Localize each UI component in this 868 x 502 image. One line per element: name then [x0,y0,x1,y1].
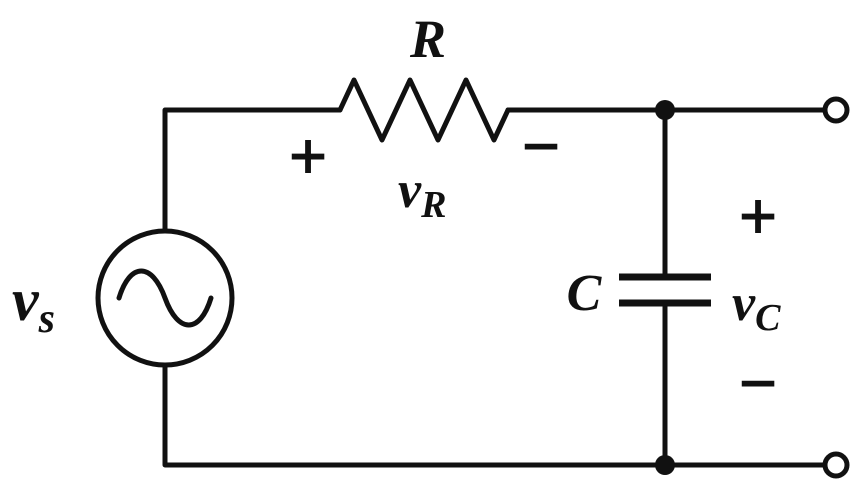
source-voltage-symbol: v [12,267,40,333]
capacitor-label: C [567,265,603,322]
node-dot-bottom [655,455,675,475]
resistor-voltage-subscript: R [420,184,446,226]
source-voltage-subscript: s [38,296,55,342]
output-terminal-bottom [822,451,850,479]
resistor-voltage-label: vR [398,162,446,226]
resistor-plus-sign: + [286,125,330,186]
source-voltage-label: vs [12,267,55,342]
wire-bottom-return [162,362,827,468]
capacitor-voltage-subscript: C [755,297,781,339]
capacitor-plus-sign: + [736,185,780,246]
resistor-zigzag [337,77,511,143]
resistor-voltage-symbol: v [398,162,422,219]
capacitor-voltage-symbol: v [732,275,756,332]
node-dot-top [655,100,675,120]
capacitor-voltage-label: vC [732,275,781,339]
wire-source-top-to-resistor [162,107,343,234]
output-terminal-top [822,96,850,124]
resistor-label: R [409,9,446,69]
sine-wave-icon [116,268,214,328]
capacitor-minus-sign: − [736,352,780,413]
resistor-minus-sign: − [519,115,563,176]
